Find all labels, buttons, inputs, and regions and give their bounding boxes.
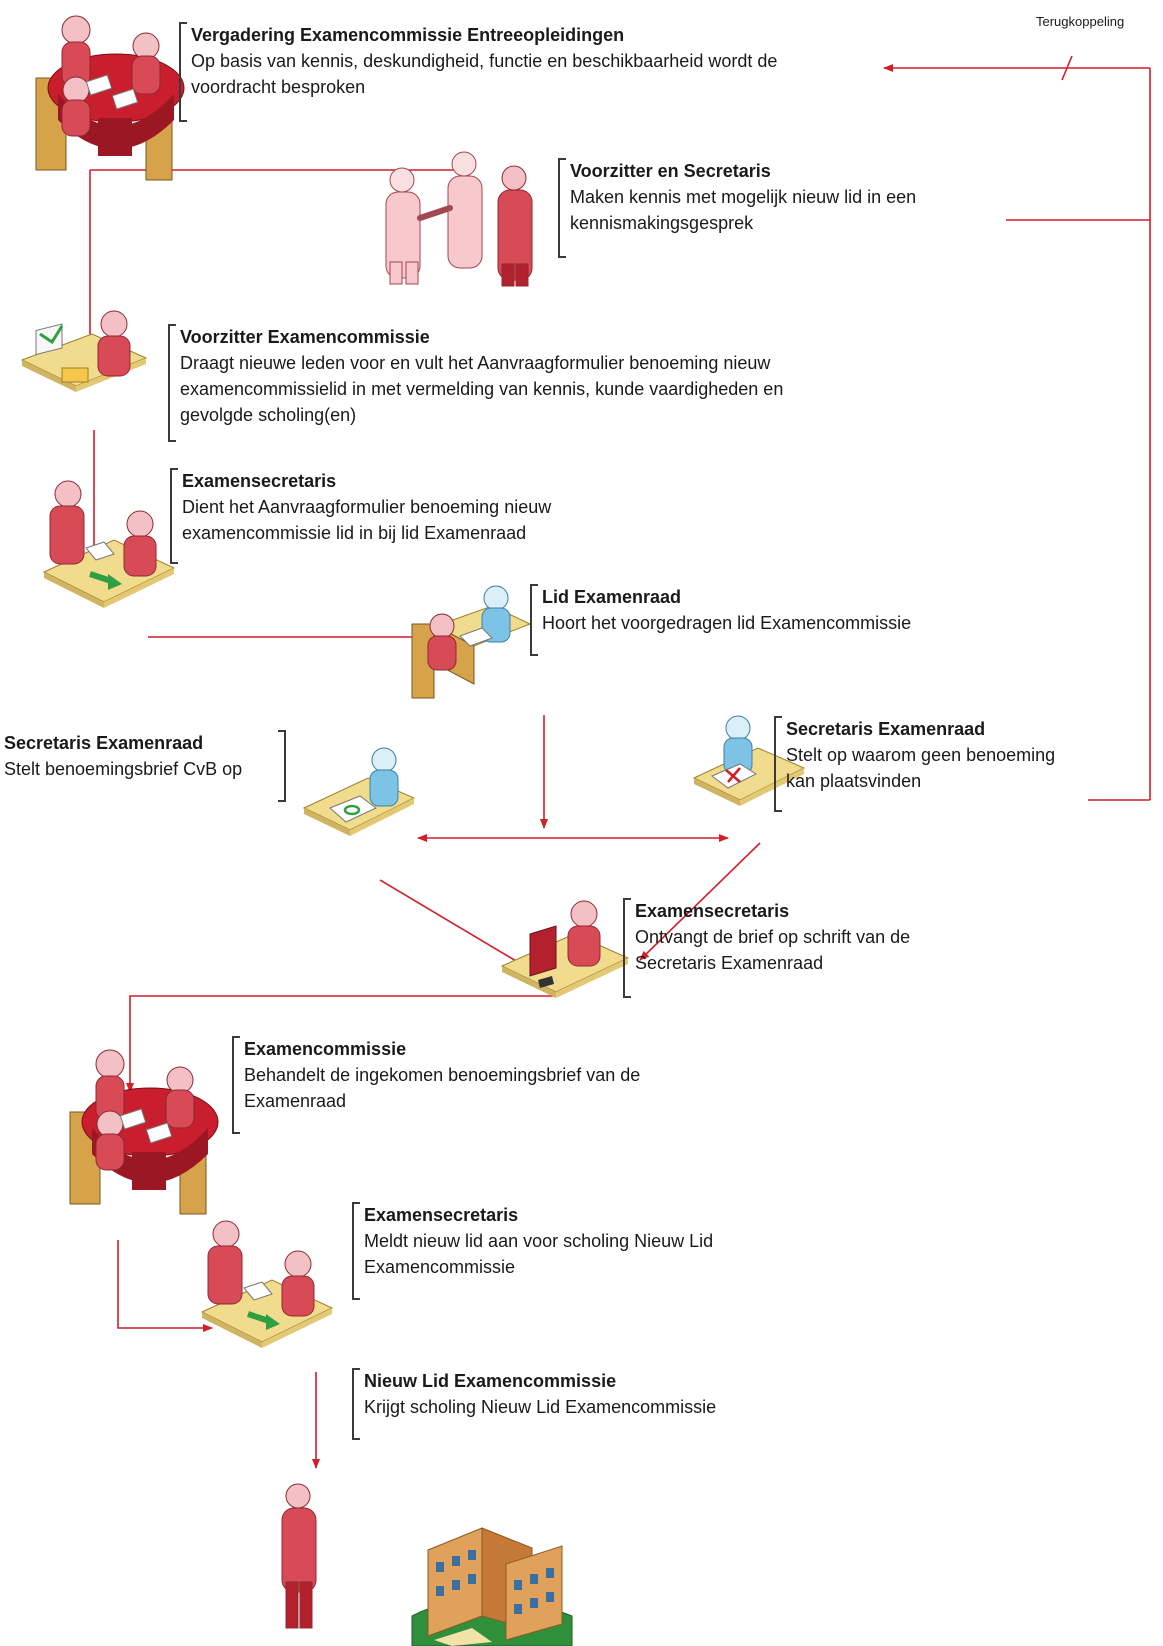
step-description: Ontvangt de brief op schrift van de Secr…	[635, 927, 911, 973]
interview-desk-icon	[411, 585, 532, 699]
step-description: Draagt nieuwe leden voor en vult het Aan…	[180, 353, 784, 425]
step-secretaris-examenraad-afwijzing: Secretaris Examenraad Stelt op waarom ge…	[774, 716, 1066, 812]
step-lid-examenraad: Lid Examenraad Hoort het voorgedragen li…	[530, 584, 962, 656]
step-title: Nieuw Lid Examencommissie	[364, 1371, 617, 1391]
step-description: Meldt nieuw lid aan voor scholing Nieuw …	[364, 1231, 714, 1277]
step-examensecretaris-aanmelden: Examensecretaris Meldt nieuw lid aan voo…	[352, 1202, 784, 1300]
step-examensecretaris-ontvangt: Examensecretaris Ontvangt de brief op sc…	[623, 898, 975, 998]
step-title: Vergadering Examencommissie Entreeopleid…	[191, 25, 625, 45]
step-voorzitter-examencommissie: Voorzitter Examencommissie Draagt nieuwe…	[168, 324, 860, 442]
connectors	[86, 55, 1151, 1469]
step-description: Hoort het voorgedragen lid Examencommiss…	[542, 613, 912, 633]
handshake-icon	[385, 151, 533, 287]
step-secretaris-examenraad-benoeming: Secretaris Examenraad Stelt benoemingsbr…	[4, 730, 286, 802]
school-building-icon	[411, 1527, 573, 1646]
step-description: Behandelt de ingekomen benoemingsbrief v…	[244, 1065, 641, 1111]
step-title: Examensecretaris	[364, 1205, 519, 1225]
step-title: Lid Examenraad	[542, 587, 682, 607]
feedback-label: Terugkoppeling	[1036, 14, 1125, 29]
step-title: Examensecretaris	[635, 901, 790, 921]
step-description: Stelt benoemingsbrief CvB op	[4, 759, 243, 779]
meeting-table-icon	[35, 15, 185, 181]
step-description: Op basis van kennis, deskundigheid, func…	[191, 51, 778, 97]
feedback-label-tick	[1061, 55, 1073, 81]
step-vergadering: Vergadering Examencommissie Entreeopleid…	[179, 22, 851, 122]
step-voorzitter-secretaris: Voorzitter en Secretaris Maken kennis me…	[558, 158, 970, 258]
step-description: Krijgt scholing Nieuw Lid Examencommissi…	[364, 1397, 717, 1417]
step-description: Maken kennis met mogelijk nieuw lid in e…	[570, 187, 917, 233]
connector-reject-to-computer	[639, 842, 761, 961]
document-handover-icon	[200, 1220, 334, 1348]
step-title: Examensecretaris	[182, 471, 337, 491]
step-examensecretaris-indienen: Examensecretaris Dient het Aanvraagformu…	[170, 468, 602, 564]
step-title: Secretaris Examenraad	[786, 719, 986, 739]
step-description: Stelt op waarom geen benoeming kan plaat…	[786, 745, 1056, 791]
step-nieuw-lid: Nieuw Lid Examencommissie Krijgt scholin…	[352, 1368, 784, 1440]
step-title: Voorzitter Examencommissie	[180, 327, 430, 347]
document-handover-icon	[42, 480, 176, 608]
reject-desk-icon	[692, 715, 806, 806]
form-desk-icon	[20, 310, 148, 392]
step-description: Dient het Aanvraagformulier benoeming ni…	[182, 497, 552, 543]
meeting-table-icon	[69, 1049, 219, 1215]
connector-computer-to-commissie	[126, 995, 556, 1093]
step-title: Secretaris Examenraad	[4, 733, 204, 753]
step-title: Voorzitter en Secretaris	[570, 161, 771, 181]
person-icon	[281, 1483, 317, 1629]
computer-desk-icon	[500, 900, 630, 998]
approve-desk-icon	[302, 747, 416, 836]
step-examencommissie: Examencommissie Behandelt de ingekomen b…	[232, 1036, 714, 1134]
step-title: Examencommissie	[244, 1039, 407, 1059]
connector-commissie-to-secretaris	[117, 1240, 213, 1332]
